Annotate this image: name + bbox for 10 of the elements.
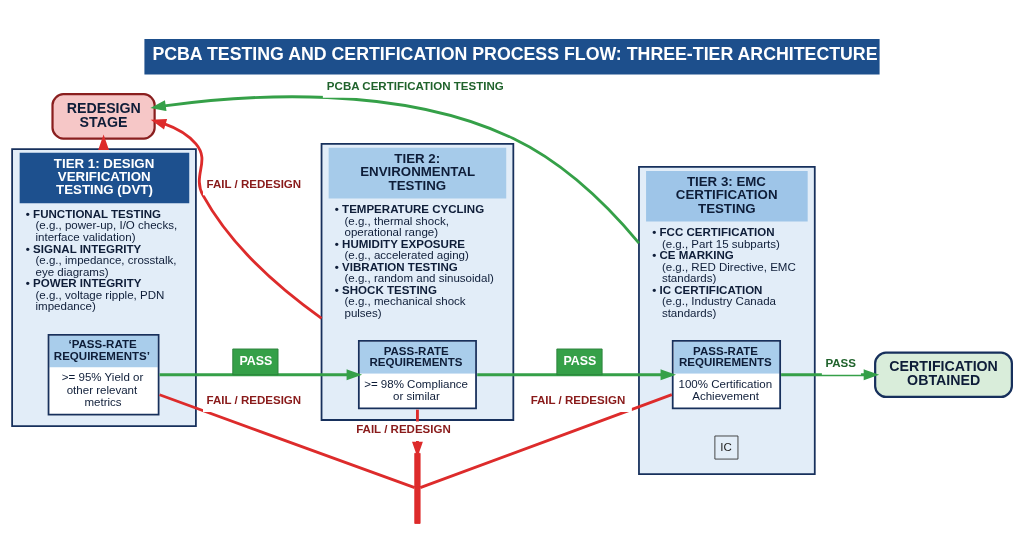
edge-label: PASS [563, 353, 597, 368]
label: IC [720, 440, 732, 453]
edge-label: PASS [239, 353, 273, 368]
diagram-title: PCBA TESTING AND CERTIFICATION PROCESS FLOW: THREE-TIER ARCHITECTURE [152, 44, 878, 65]
edge-label: FAIL / REDESIGN [206, 177, 302, 190]
edge-label: PASS [825, 357, 856, 370]
edge-label: FAIL / REDESIGN [206, 394, 302, 407]
edge-label: FAIL / REDESIGN [530, 394, 626, 407]
edge-label: PCBA CERTIFICATION TESTING [326, 80, 504, 93]
edge-label: FAIL / REDESIGN [356, 423, 451, 436]
